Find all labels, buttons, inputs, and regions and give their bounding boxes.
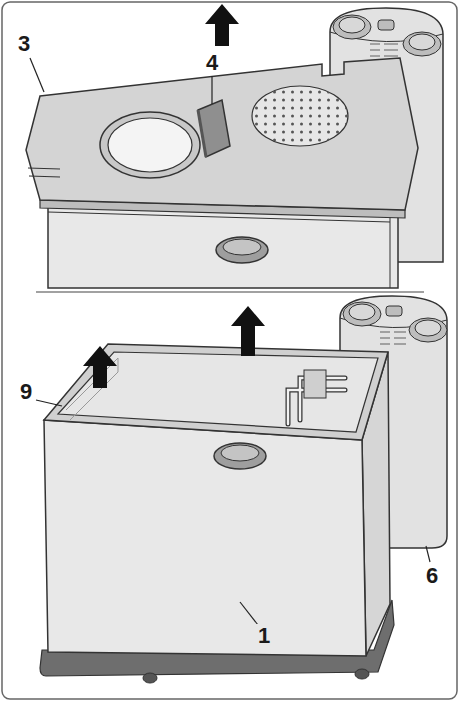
callout-number: 9 bbox=[18, 380, 34, 404]
leader-line bbox=[240, 602, 258, 625]
callout-number: 3 bbox=[16, 32, 32, 56]
lift-arrow bbox=[205, 4, 239, 46]
lift-arrow bbox=[83, 346, 117, 388]
callout-number: 1 bbox=[256, 624, 272, 648]
leader-line bbox=[426, 546, 430, 562]
fryer-body bbox=[44, 344, 390, 656]
leader-line bbox=[211, 76, 212, 104]
lift-arrow bbox=[231, 306, 265, 356]
callout-number: 6 bbox=[424, 564, 440, 588]
divider bbox=[36, 291, 424, 292]
leader-line bbox=[30, 58, 44, 92]
lid bbox=[26, 58, 418, 218]
callout-number: 4 bbox=[204, 51, 220, 75]
leader-line bbox=[36, 400, 62, 406]
element-bracket bbox=[304, 370, 326, 398]
